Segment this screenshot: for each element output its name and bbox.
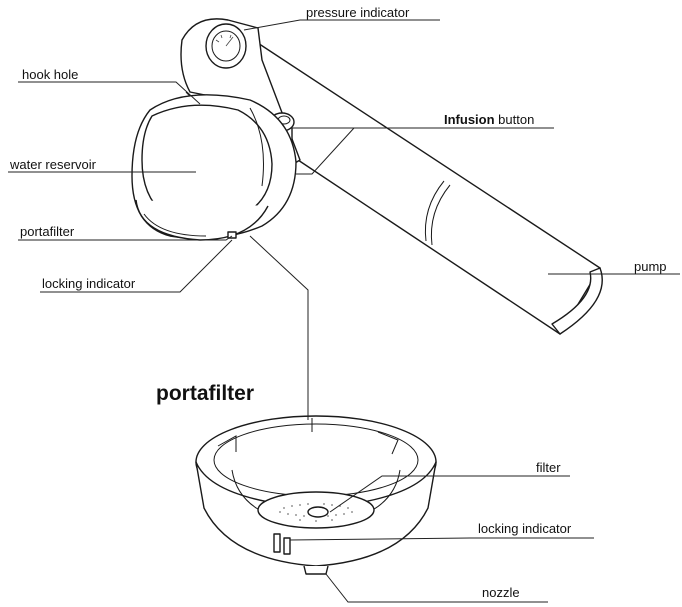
label-infusion-rest: button (498, 112, 535, 127)
portafilter-detached (195, 415, 437, 575)
pressure-gauge (205, 23, 247, 69)
label-locking-indicator-top: locking indicator (42, 276, 136, 291)
leader-lines (8, 19, 680, 603)
label-pump: pump (634, 259, 667, 274)
label-locking-indicator-bottom: locking indicator (478, 521, 572, 536)
label-hook-hole: hook hole (22, 67, 79, 82)
portafilter-heading: portafilter (156, 382, 255, 405)
label-infusion-button: Infusion button (444, 113, 534, 126)
label-pressure-indicator: pressure indicator (306, 5, 410, 20)
label-portafilter: portafilter (20, 224, 75, 239)
filter-mesh (279, 503, 353, 522)
label-nozzle: nozzle (482, 585, 520, 600)
label-filter: filter (536, 460, 561, 475)
label-infusion-bold: Infusion (444, 112, 495, 127)
portafilter-attached (135, 199, 269, 241)
label-water-reservoir: water reservoir (10, 157, 96, 172)
